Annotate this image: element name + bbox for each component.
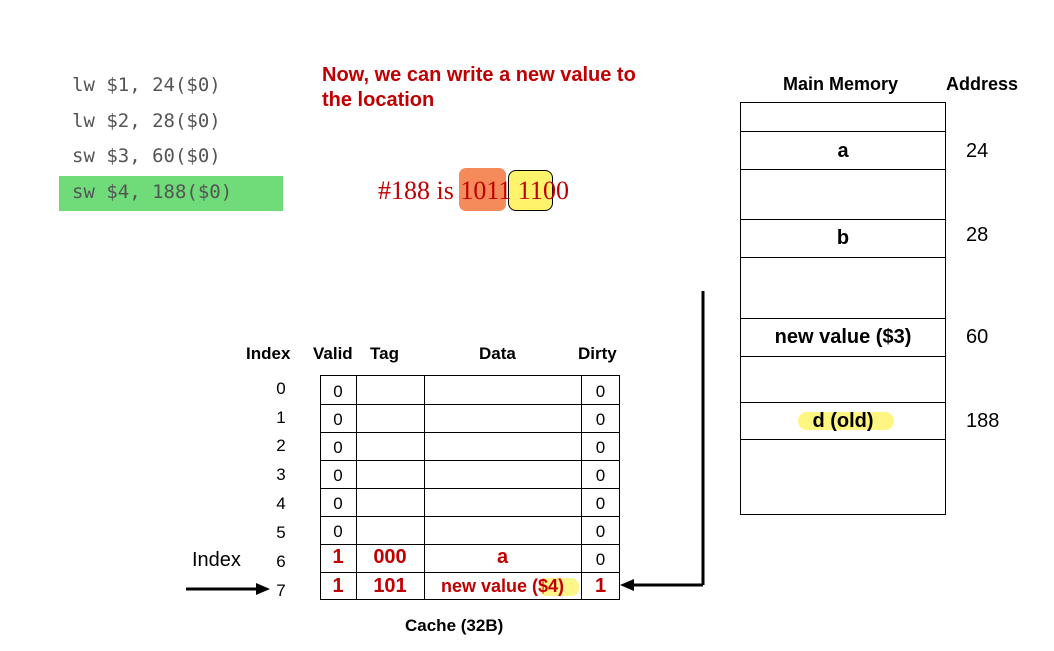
explanation-note: Now, we can write a new value to the loc…	[322, 63, 636, 113]
memory-label-a: a	[837, 140, 849, 162]
address-28: 28	[966, 224, 989, 246]
cache-index-2: 2	[276, 436, 286, 455]
memory-cell-0	[740, 102, 946, 132]
old-value-highlight	[798, 412, 894, 430]
index-bits-highlight	[508, 170, 553, 211]
code-line-2: lw $2, 28($0)	[72, 110, 221, 132]
cache-header-dirty: Dirty	[578, 344, 617, 363]
cache-index-1: 1	[276, 408, 286, 427]
memory-cell-8	[740, 439, 946, 515]
address-188: 188	[966, 410, 1000, 432]
cache-row-divider	[320, 404, 620, 405]
cache-valid-2: 0	[333, 438, 343, 457]
cache-header-tag: Tag	[370, 344, 399, 363]
current-instruction-highlight	[59, 176, 283, 211]
cache-index-6: 6	[276, 552, 286, 571]
memory-label-60: new value ($3)	[774, 326, 912, 348]
note-line-1: Now, we can write a new value to	[322, 64, 636, 86]
cache-valid-6: 1	[332, 546, 344, 568]
cache-row-divider	[320, 544, 620, 545]
tag-bits-highlight	[459, 168, 506, 211]
binary-tag: 101	[460, 176, 499, 205]
cache-dirty-4: 0	[595, 494, 606, 513]
cache-valid-4: 0	[333, 494, 343, 513]
note-line-2: the location	[322, 89, 435, 111]
cache-valid-5: 0	[333, 522, 343, 541]
address-24: 24	[966, 140, 989, 162]
cache-dirty-6: 0	[595, 550, 606, 569]
cache-dirty-3: 0	[595, 466, 606, 485]
cache-dirty-7: 1	[594, 575, 607, 597]
main-memory-title: Main Memory	[783, 74, 899, 94]
index-pointer-arrow	[186, 583, 270, 595]
cache-dirty-5: 0	[595, 522, 606, 541]
cache-data-6: a	[496, 546, 509, 568]
cache-header-valid: Valid	[313, 344, 353, 363]
code-line-1: lw $1, 24($0)	[72, 74, 221, 96]
memory-cell-6	[740, 356, 946, 403]
cache-dirty-2: 0	[595, 438, 606, 457]
cache-data-7: new value ($4)	[440, 576, 565, 596]
address-binary: #188 is 1011 1100	[378, 176, 569, 206]
memory-label-188: d (old)	[812, 410, 874, 432]
cache-dirty-1: 0	[595, 410, 606, 429]
cache-index-3: 3	[276, 465, 286, 484]
cache-table	[320, 375, 620, 600]
cache-header-data: Data	[479, 344, 516, 363]
cache-index-5: 5	[276, 523, 286, 542]
cache-index-7: 7	[276, 581, 286, 600]
cache-row-divider	[320, 460, 620, 461]
cache-valid-3: 0	[333, 466, 343, 485]
code-line-4: sw $4, 188($0)	[72, 181, 233, 203]
address-60: 60	[966, 326, 989, 348]
code-line-3: sw $3, 60($0)	[72, 145, 221, 167]
cache-index-4: 4	[276, 494, 286, 513]
address-title: Address	[946, 74, 1019, 94]
cache-valid-0: 0	[333, 382, 343, 401]
cache-row-divider	[320, 572, 620, 573]
cache-valid-1: 0	[333, 410, 343, 429]
cache-row-divider	[320, 488, 620, 489]
cache-col-divider	[581, 375, 582, 600]
write-arrow	[620, 291, 705, 591]
cache-tag-6: 000	[373, 546, 407, 568]
cache-header-index: Index	[246, 344, 291, 363]
cache-col-divider	[424, 375, 425, 600]
binary-offset: 00	[542, 176, 569, 205]
index-pointer-label: Index	[192, 549, 241, 571]
cache-index-0: 0	[276, 379, 286, 398]
cache-tag-7: 101	[373, 575, 407, 597]
memory-cell-2	[740, 169, 946, 220]
cache-col-divider	[356, 375, 357, 600]
cache-row-divider	[320, 516, 620, 517]
cache-dirty-0: 0	[595, 382, 606, 401]
cache-caption: Cache (32B)	[405, 616, 504, 635]
cache-valid-7: 1	[332, 575, 344, 597]
memory-cell-4	[740, 257, 946, 319]
binary-prefix: #188 is	[378, 176, 461, 205]
new-value-highlight	[539, 578, 579, 596]
binary-index: 1 11	[498, 176, 543, 205]
memory-label-b: b	[836, 227, 850, 249]
cache-row-divider	[320, 432, 620, 433]
